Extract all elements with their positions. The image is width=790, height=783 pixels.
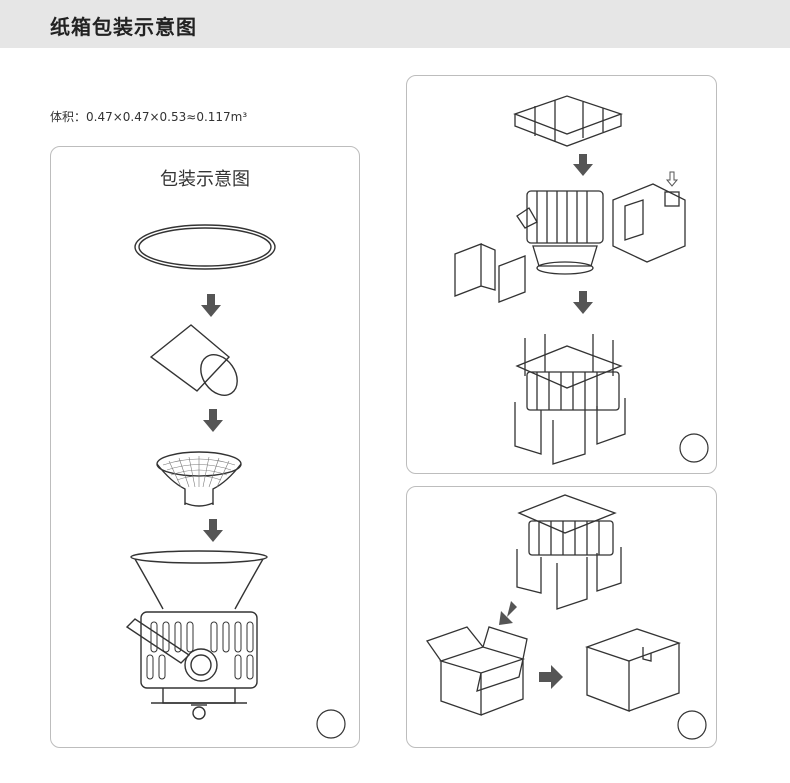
reflector [156, 451, 242, 507]
arrow-right-icon [539, 665, 563, 689]
left-panel-illustration [125, 224, 346, 739]
open-carton [425, 626, 528, 716]
side-foam-left [454, 243, 526, 303]
foam-packing-panel [406, 75, 717, 474]
arrow-down-icon [203, 519, 223, 542]
high-bay-lamp [125, 550, 268, 720]
top-foam-insert [513, 95, 623, 147]
arrow-hint-icon [665, 171, 679, 187]
seal-ring [134, 224, 276, 270]
volume-label: 体积：0.47×0.47×0.53≈0.117m³ [50, 110, 248, 124]
closed-carton [585, 628, 681, 712]
arrow-down-icon [573, 291, 593, 314]
assembled-package [514, 334, 626, 465]
arrow-down-icon [201, 294, 221, 317]
arrow-down-icon [203, 409, 223, 432]
boxing-panel [406, 486, 717, 748]
step-circle [677, 710, 707, 740]
step-circle [679, 433, 709, 463]
glass-lens [149, 324, 238, 396]
page-title: 纸箱包装示意图 [50, 15, 197, 39]
boxing-illustration [425, 494, 707, 740]
assembled-package [516, 494, 622, 610]
panel-title: 包装示意图 [160, 169, 250, 190]
side-foam-right [612, 183, 686, 263]
foam-packing-illustration [454, 95, 709, 465]
step-circle [316, 709, 346, 739]
lamp-body [516, 190, 604, 275]
packaging-steps-panel: 包装示意图 [50, 146, 360, 748]
arrow-down-icon [573, 154, 593, 176]
arrow-down-left-icon [499, 601, 517, 625]
header-bar: 纸箱包装示意图 [0, 0, 790, 48]
